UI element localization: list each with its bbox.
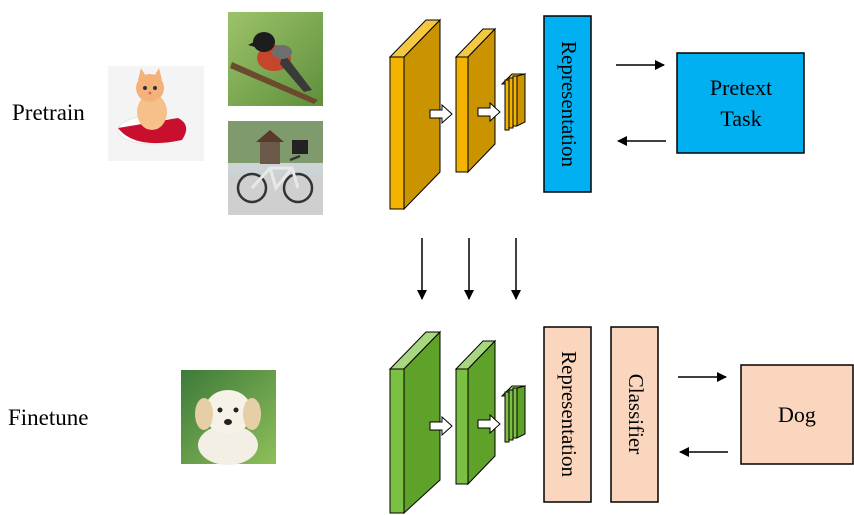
finetune-representation-box: Representation	[543, 326, 592, 503]
pretext-task-box: Pretext Task	[676, 52, 805, 154]
finetune-conv-layer-3	[500, 385, 527, 443]
pretrain-encoder	[388, 18, 527, 211]
pretrain-conv-layer-3	[500, 73, 527, 131]
dog-output-label: Dog	[778, 402, 816, 427]
pretrain-label: Pretrain	[12, 100, 85, 125]
finetune-conv-layer-1	[388, 330, 442, 515]
puppy-photo	[181, 370, 276, 465]
finetune-layer-arrow-1	[429, 415, 453, 437]
pretext-task-label-line1: Pretext	[710, 75, 772, 100]
pretrain-representation-label: Representation	[557, 41, 581, 167]
classifier-box: Classifier	[610, 326, 659, 503]
finetune-encoder	[388, 330, 527, 515]
bird-photo	[228, 12, 323, 106]
finetune-representation-label: Representation	[557, 351, 581, 477]
pretext-task-label-line2: Task	[720, 106, 761, 131]
pretrain-conv-layer-1	[388, 18, 442, 211]
finetune-label: Finetune	[8, 405, 89, 430]
pretrain-representation-box: Representation	[543, 15, 592, 193]
kitten-photo	[108, 66, 204, 161]
finetune-conv-layer-2	[454, 339, 497, 486]
classifier-label: Classifier	[624, 374, 648, 454]
pretrain-layer-arrow-2	[477, 101, 501, 123]
bicycle-photo	[228, 121, 323, 215]
dog-output-box: Dog	[740, 364, 854, 465]
finetune-layer-arrow-2	[477, 413, 501, 435]
pretrain-conv-layer-2	[454, 27, 497, 174]
pretrain-layer-arrow-1	[429, 103, 453, 125]
